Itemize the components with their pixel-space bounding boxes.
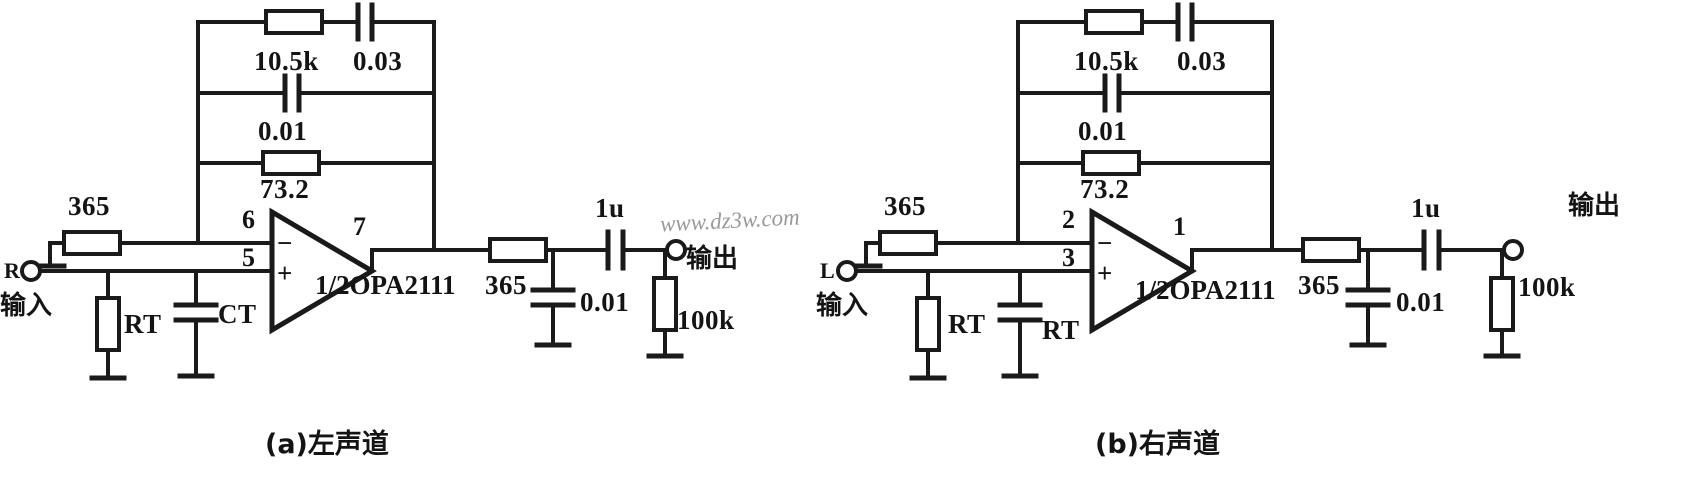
right-pin-noninverting-label: 3 — [1062, 243, 1075, 272]
left-feedback-mid-cap-label: 0.01 — [258, 116, 308, 146]
left-output-shunt-cap — [530, 248, 576, 348]
left-rt-branch — [89, 269, 127, 381]
right-input-terminal-label: L — [820, 258, 835, 283]
right-feedback-bottom-branch — [1016, 150, 1274, 176]
left-feedback-bottom-branch — [196, 150, 436, 176]
left-output-label: 输出 — [686, 244, 739, 274]
right-rt-resistor-branch — [909, 269, 947, 381]
right-opamp-symbol — [1089, 207, 1197, 335]
left-feedback-top-cap-label: 0.03 — [353, 46, 403, 76]
left-input-resistor-label: 365 — [68, 191, 110, 221]
left-load-resistor-label: 100k — [677, 305, 735, 335]
caption-right-channel: (b)右声道 — [1095, 429, 1221, 460]
right-feedback-mid-branch — [1016, 73, 1274, 113]
left-coupling-cap — [594, 229, 667, 271]
right-feedback-bottom-resistor-label: 73.2 — [1080, 174, 1130, 204]
left-rt-label: RT — [124, 309, 162, 339]
right-input-resistor-label: 365 — [884, 191, 926, 221]
right-rt-cap-branch — [997, 269, 1043, 379]
left-ct-label: CT — [218, 299, 257, 329]
left-feedback-top-branch — [196, 2, 436, 42]
left-pin-noninverting-label: 5 — [242, 243, 255, 272]
right-pin-inverting-label: 2 — [1062, 205, 1075, 234]
left-pin-inverting-label: 6 — [242, 205, 255, 234]
right-rt-cap-label: RT — [1042, 315, 1080, 345]
right-input-resistor-branch — [849, 230, 938, 269]
right-output-shunt-cap-label: 0.01 — [1396, 287, 1446, 317]
left-opamp-minus-sign: − — [277, 228, 293, 258]
left-output-terminal-node — [665, 239, 687, 261]
right-input-terminal-node — [836, 260, 858, 282]
right-rt-resistor-label: RT — [948, 309, 986, 339]
left-feedback-top-resistor-label: 10.5k — [254, 46, 319, 76]
right-opamp-plus-sign: + — [1097, 258, 1113, 288]
right-output-load — [1483, 248, 1521, 359]
right-feedback-top-resistor-label: 10.5k — [1074, 46, 1139, 76]
right-pin-output-label: 1 — [1173, 212, 1186, 241]
right-opamp-part-label: 1/2OPA2111 — [1135, 275, 1276, 305]
right-load-resistor-label: 100k — [1518, 272, 1576, 302]
caption-left-channel: (a)左声道 — [265, 429, 389, 460]
right-output-series-resistor — [1301, 237, 1414, 263]
right-coupling-cap — [1410, 229, 1504, 271]
left-input-label: 输入 — [0, 291, 53, 321]
right-output-label: 输出 — [1568, 191, 1621, 221]
left-ct-branch — [173, 269, 219, 379]
left-opamp-part-label: 1/2OPA2111 — [315, 270, 456, 300]
right-output-shunt-cap — [1345, 248, 1391, 348]
left-output-series-resistor-label: 365 — [485, 270, 527, 300]
left-coupling-cap-label: 1u — [595, 193, 625, 223]
left-junction-dots — [197, 242, 199, 244]
right-output-series-resistor-label: 365 — [1298, 270, 1340, 300]
right-output-terminal-node — [1502, 239, 1524, 261]
right-feedback-mid-cap-label: 0.01 — [1078, 116, 1128, 146]
left-input-terminal-node — [20, 260, 42, 282]
left-feedback-mid-branch — [196, 73, 436, 113]
right-opamp-output-wire — [1190, 248, 1312, 273]
right-coupling-cap-label: 1u — [1411, 193, 1441, 223]
left-input-terminal-label: R — [4, 258, 20, 283]
left-opamp-symbol — [269, 207, 377, 335]
left-output-shunt-cap-label: 0.01 — [580, 287, 630, 317]
right-input-label: 输入 — [816, 291, 869, 321]
right-feedback-top-branch — [1016, 2, 1274, 42]
right-opamp-minus-sign: − — [1097, 228, 1113, 258]
left-opamp-plus-sign: + — [277, 258, 293, 288]
left-feedback-bottom-resistor-label: 73.2 — [260, 174, 310, 204]
left-opamp-output-wire — [370, 248, 499, 273]
left-output-series-resistor — [488, 237, 598, 263]
left-output-load — [646, 248, 684, 359]
left-pin-output-label: 7 — [353, 212, 366, 241]
right-feedback-top-cap-label: 0.03 — [1177, 46, 1227, 76]
left-input-resistor-branch — [33, 230, 122, 269]
